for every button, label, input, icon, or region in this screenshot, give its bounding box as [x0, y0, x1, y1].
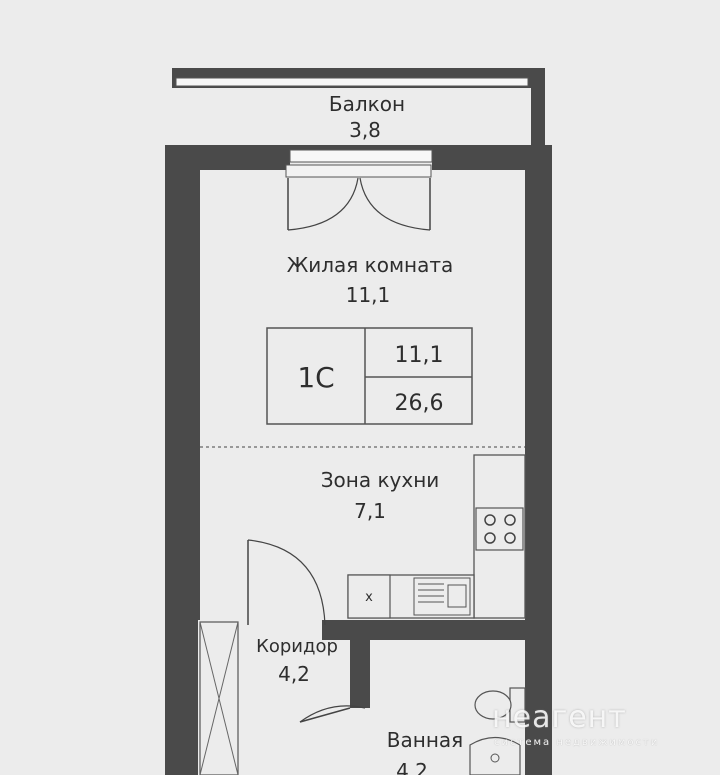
entrance-door-swing — [247, 539, 326, 626]
door-swing-right — [359, 177, 431, 231]
balcony-door-frame — [285, 164, 432, 178]
door-swing-left — [287, 177, 359, 231]
bathroom-area: 4,2 — [396, 759, 428, 775]
kitchen-zone-area: 7,1 — [354, 499, 386, 523]
washbasin-drain — [490, 753, 500, 763]
area-badge — [266, 327, 473, 425]
badge-total-area: 26,6 — [395, 391, 444, 416]
badge-living-area: 11,1 — [395, 343, 444, 368]
burner-icon — [484, 532, 496, 544]
balcony-area: 3,8 — [349, 118, 381, 142]
wardrobe-cross — [199, 621, 239, 775]
sink-cabinet — [347, 574, 391, 619]
corridor-area: 4,2 — [278, 662, 310, 686]
toilet-icon — [474, 690, 512, 720]
burner-icon — [504, 514, 516, 526]
burner-icon — [484, 514, 496, 526]
living-room-name: Жилая комната — [287, 253, 454, 277]
watermark-tagline: система недвижимости — [494, 737, 660, 748]
kitchen-zone-name: Зона кухни — [321, 468, 440, 492]
burner-icon — [504, 532, 516, 544]
corridor-name: Коридор — [256, 636, 338, 657]
bath-left-wall — [350, 640, 370, 708]
bath-door-leaf — [299, 707, 351, 723]
sink-cabinet-mark: x — [365, 590, 373, 605]
bathroom-name: Ванная — [387, 728, 463, 752]
watermark-logo: неагент — [492, 700, 627, 735]
balcony-name: Балкон — [329, 92, 405, 116]
balcony-railing — [175, 77, 529, 87]
washbasin-icon — [469, 736, 521, 775]
apartment-type-label: 1С — [297, 361, 334, 394]
sink-basin — [447, 584, 467, 608]
bath-top-wall — [322, 620, 525, 640]
balcony-floor — [176, 88, 531, 145]
balcony-window — [289, 149, 433, 163]
living-room-area: 11,1 — [346, 283, 391, 307]
stove — [475, 507, 524, 551]
bath-door-swing — [299, 705, 366, 723]
